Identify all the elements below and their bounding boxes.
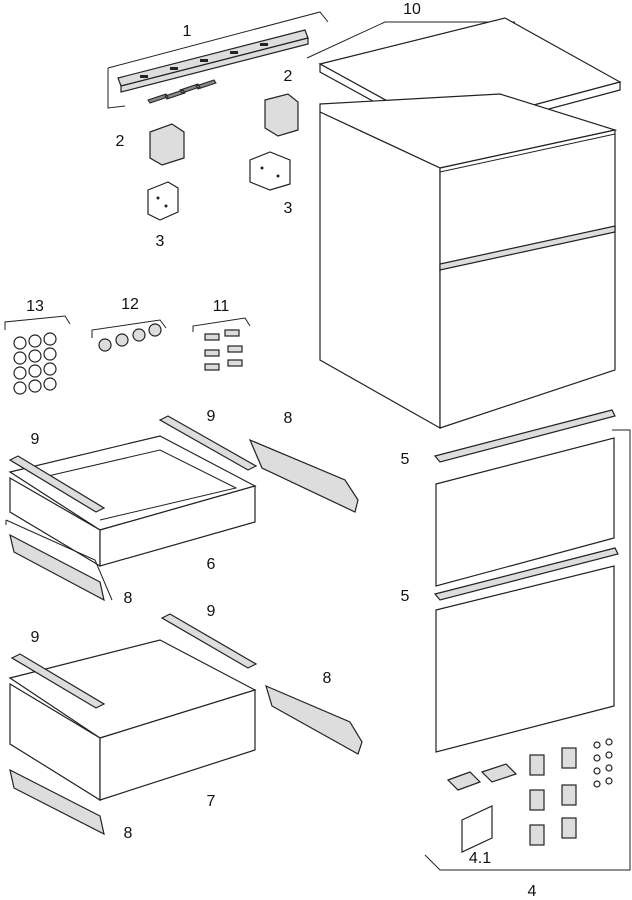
drawer-fronts (424, 409, 631, 871)
label-part-11: 11 (213, 298, 230, 315)
label-part-9: 9 (207, 603, 216, 620)
hardware-set (446, 738, 613, 853)
cabinet-body (319, 93, 618, 430)
label-part-13: 13 (26, 298, 44, 315)
upper-drawer-box (5, 415, 359, 602)
label-part-6: 6 (207, 556, 216, 573)
label-part-5: 5 (401, 588, 410, 605)
label-part-8: 8 (124, 825, 133, 842)
label-part-8: 8 (323, 670, 332, 687)
caps-and-screws (4, 315, 251, 395)
label-part-9: 9 (31, 431, 40, 448)
label-part-2: 2 (284, 68, 293, 85)
label-part-4-1: 4.1 (469, 850, 491, 867)
hanger-brackets (147, 93, 299, 221)
lower-drawer-box (8, 613, 363, 836)
label-part-1: 1 (183, 23, 192, 40)
label-part-10: 10 (403, 1, 421, 18)
label-part-3: 3 (156, 233, 165, 250)
label-part-4: 4 (528, 883, 537, 900)
label-part-9: 9 (31, 629, 40, 646)
wall-mounting-rail (107, 11, 329, 109)
label-part-7: 7 (207, 793, 216, 810)
label-part-8: 8 (284, 410, 293, 427)
label-part-5: 5 (401, 451, 410, 468)
label-part-8: 8 (124, 590, 133, 607)
label-part-12: 12 (121, 296, 139, 313)
label-part-9: 9 (207, 408, 216, 425)
label-part-3: 3 (284, 200, 293, 217)
label-part-2: 2 (116, 133, 125, 150)
